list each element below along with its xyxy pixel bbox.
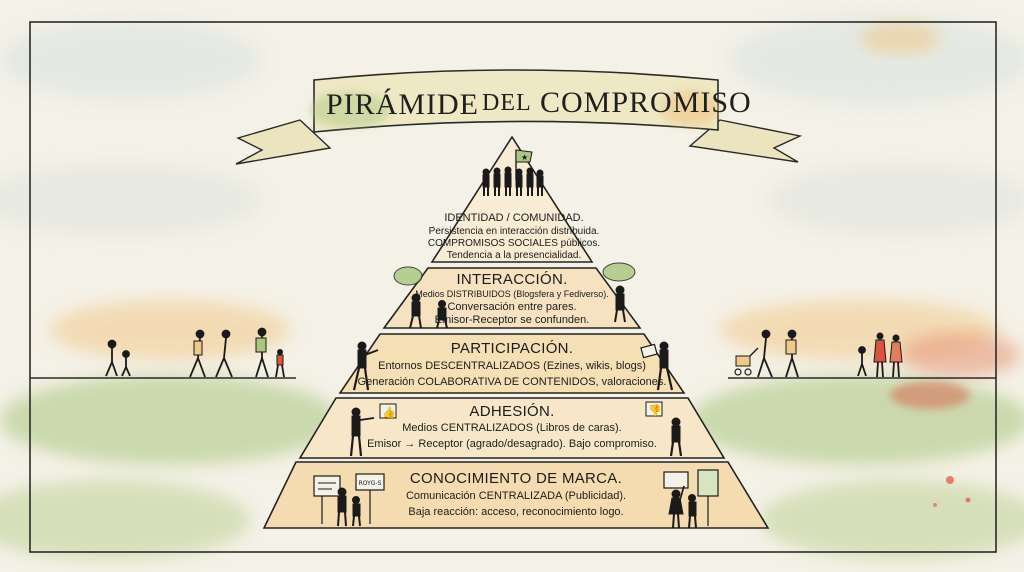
horizon-walkers-right bbox=[734, 329, 903, 378]
level-3-title: PARTICIPACIÓN. bbox=[451, 340, 574, 357]
level-5-title: CONOCIMIENTO DE MARCA. bbox=[410, 470, 622, 487]
level-2-line-2: Conversación entre pares. bbox=[447, 301, 576, 313]
level-conocimiento bbox=[262, 461, 770, 529]
level-4-line-2: Emisor → Receptor (agrado/desagrado). Ba… bbox=[367, 438, 657, 450]
participation-figures bbox=[352, 341, 674, 391]
level-adhesion bbox=[298, 397, 726, 459]
level-participacion bbox=[338, 333, 686, 394]
horizon-walkers-left bbox=[105, 327, 285, 378]
svg-text:★: ★ bbox=[521, 153, 528, 162]
level-texts: IDENTIDAD / COMUNIDAD. Persistencia en i… bbox=[358, 212, 667, 518]
level-1-title: IDENTIDAD / COMUNIDAD. bbox=[444, 212, 583, 224]
speech-bubble-icon bbox=[602, 262, 636, 282]
apex-community-figures: ★ bbox=[482, 149, 544, 196]
level-interaccion bbox=[382, 267, 642, 329]
pyramid bbox=[262, 135, 770, 529]
level-2-line-1: Medios DISTRIBUIDOS (Blogsfera y Fediver… bbox=[415, 289, 609, 299]
level-5-line-2: Baja reacción: acceso, reconocimiento lo… bbox=[408, 506, 623, 518]
banner-title-word-2: DEL bbox=[482, 90, 532, 116]
level-apex-identidad bbox=[430, 135, 594, 263]
level-3-line-1: Entornos DESCENTRALIZADOS (Ezines, wikis… bbox=[378, 360, 646, 372]
page-frame bbox=[29, 21, 997, 553]
banner-title-word-3: COMPROMISO bbox=[540, 86, 752, 119]
speech-bubble-icon bbox=[393, 266, 423, 286]
thumbs-up-icon: 👍 bbox=[382, 406, 396, 419]
level-4-line-1: Medios CENTRALIZADOS (Libros de caras). bbox=[402, 422, 621, 434]
interaction-figures bbox=[393, 262, 636, 329]
level-2-title: INTERACCIÓN. bbox=[456, 271, 567, 288]
level-1-line-3: Tendencia a la presencialidad. bbox=[447, 250, 582, 261]
level-1-line-2: COMPROMISOS SOCIALES públicos. bbox=[428, 238, 600, 249]
brand-awareness-figures: ROYG-S bbox=[313, 469, 719, 529]
sign-text: ROYG-S bbox=[359, 480, 382, 487]
title-banner: PIRÁMIDE DEL COMPROMISO bbox=[235, 69, 803, 165]
level-3-line-2: Generación COLABORATIVA DE CONTENIDOS, v… bbox=[358, 376, 667, 388]
level-2-line-3: Emisor-Receptor se confunden. bbox=[435, 314, 590, 326]
billboard-icon bbox=[313, 475, 341, 524]
level-5-line-1: Comunicación CENTRALIZADA (Publicidad). bbox=[406, 490, 626, 502]
level-1-line-1: Persistencia en interacción distribuida. bbox=[429, 226, 600, 237]
adhesion-figures: 👍 👎 bbox=[349, 401, 683, 457]
star-flag-icon bbox=[515, 149, 533, 163]
level-4-title: ADHESIÓN. bbox=[469, 403, 554, 420]
banner-title-word-1: PIRÁMIDE bbox=[326, 88, 479, 121]
thumbs-down-icon: 👎 bbox=[648, 404, 662, 417]
